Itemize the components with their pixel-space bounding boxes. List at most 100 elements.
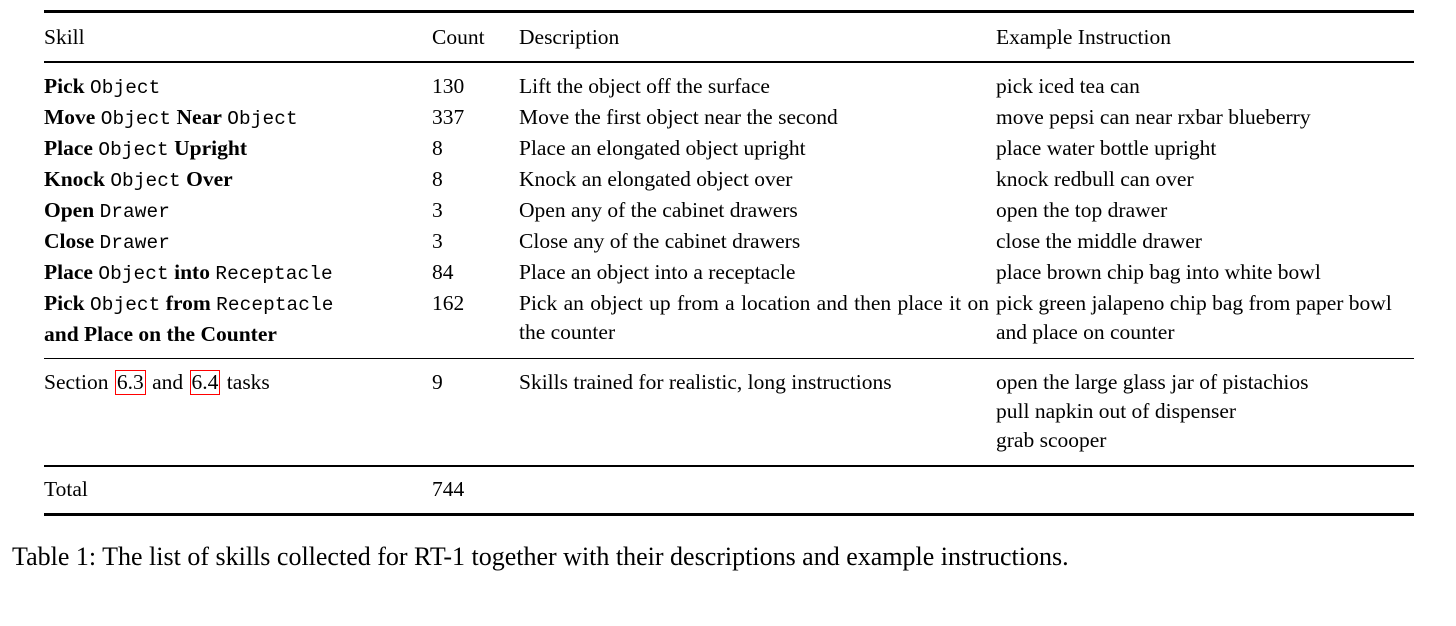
skill-line: Pick Object from Receptacle: [44, 289, 432, 320]
example-line: pull napkin out of dispenser: [996, 399, 1237, 424]
description-cell: Open any of the cabinet drawers: [519, 196, 996, 225]
example-line: move pepsi can near rxbar blueberry: [996, 104, 1311, 129]
description-cell: Close any of the cabinet drawers: [519, 227, 996, 256]
skill-token-placeholder: Drawer: [99, 231, 170, 254]
section-suffix-label: tasks: [226, 370, 270, 395]
example-line: close the middle drawer: [996, 228, 1202, 253]
example-line: open the top drawer: [996, 197, 1168, 222]
example-cell: knock redbull can over: [996, 165, 1414, 194]
column-header-description: Description: [519, 25, 620, 49]
table-section-rule: [44, 357, 1414, 360]
count-cell: 8: [432, 135, 443, 160]
section-prefix-label: Section: [44, 370, 109, 395]
skill-token-placeholder: Drawer: [99, 200, 170, 223]
skills-table: Skill Count Description Example Instruct…: [44, 10, 1414, 516]
skill-line: Place Object Upright: [44, 134, 432, 165]
section-reference-link-64[interactable]: 6.4: [189, 370, 221, 396]
section-description-cell: Skills trained for realistic, long instr…: [519, 370, 892, 395]
example-line: place brown chip bag into white bowl: [996, 259, 1321, 284]
count-cell: 3: [432, 197, 443, 222]
skill-token-bold: into: [174, 259, 210, 284]
skill-token-bold: from: [165, 290, 211, 315]
description-cell: Lift the object off the surface: [519, 72, 996, 101]
example-cell: close the middle drawer: [996, 227, 1414, 256]
example-line: place water bottle upright: [996, 135, 1217, 160]
description-text: Knock an elongated object over: [519, 166, 793, 191]
example-line: open the large glass jar of pistachios: [996, 370, 1309, 395]
description-text: Pick an object up from a location and th…: [519, 290, 989, 344]
skill-cell: Place Object into Receptacle: [44, 258, 432, 289]
skill-token-bold: Place: [44, 259, 93, 284]
table-row-total: Total 744: [44, 475, 1414, 504]
skill-line: Move Object Near Object: [44, 103, 432, 134]
example-cell: open the top drawer: [996, 196, 1414, 225]
skill-line: Pick Object: [44, 72, 432, 103]
skill-token-placeholder: Object: [89, 293, 161, 316]
count-cell: 337: [432, 104, 465, 129]
description-text: Place an object into a receptacle: [519, 259, 796, 284]
section-skill-cell: Section 6.3 and 6.4 tasks: [44, 368, 432, 397]
table-top-rule: [44, 10, 1414, 13]
skill-token-bold: Pick: [44, 290, 85, 315]
skill-token-bold: Open: [44, 197, 95, 222]
skill-token-bold: Move: [44, 104, 96, 129]
section-reference-link-63[interactable]: 6.3: [114, 370, 146, 396]
table-row-section-tasks: Section 6.3 and 6.4 tasks 9 Skills train…: [44, 368, 1414, 455]
example-line: pick iced tea can: [996, 73, 1140, 98]
skill-line: Open Drawer: [44, 196, 432, 227]
table-caption: Table 1: The list of skills collected fo…: [12, 538, 1448, 576]
section-tasks-block: Section 6.3 and 6.4 tasks 9 Skills train…: [44, 359, 1414, 465]
example-line: pick green jalapeno chip bag from paper …: [996, 290, 1392, 344]
caption-text: The list of skills collected for RT-1 to…: [102, 542, 1069, 571]
column-header-example-instruction: Example Instruction: [996, 25, 1171, 49]
skill-line: and Place on the Counter: [44, 320, 432, 349]
table-header-row: Skill Count Description Example Instruct…: [44, 13, 1414, 61]
skill-cell: Knock Object Over: [44, 165, 432, 196]
skill-token-placeholder: Object: [98, 138, 169, 161]
skill-token-placeholder: Object: [100, 107, 172, 130]
count-cell: 84: [432, 259, 454, 284]
skill-line: Close Drawer: [44, 227, 432, 258]
section-conjunction-label: and: [152, 370, 184, 395]
description-cell: Knock an elongated object over: [519, 165, 996, 194]
skill-token-bold: Near: [176, 104, 222, 129]
example-cell: place water bottle upright: [996, 134, 1414, 163]
description-text: Open any of the cabinet drawers: [519, 197, 798, 222]
skill-token-placeholder: Receptacle: [215, 262, 333, 285]
count-cell: 130: [432, 73, 465, 98]
example-cell: place brown chip bag into white bowl: [996, 258, 1414, 287]
example-cell: pick iced tea can: [996, 72, 1414, 101]
description-cell: Pick an object up from a location and th…: [519, 289, 996, 347]
count-cell: 8: [432, 166, 443, 191]
example-cell: pick green jalapeno chip bag from paper …: [996, 289, 1414, 347]
skill-cell: Open Drawer: [44, 196, 432, 227]
count-cell: 3: [432, 228, 443, 253]
skill-cell: Move Object Near Object: [44, 103, 432, 134]
skill-token-bold: Over: [186, 166, 233, 191]
example-cell: move pepsi can near rxbar blueberry: [996, 103, 1414, 132]
skill-cell: Place Object Upright: [44, 134, 432, 165]
table-header-rule: [44, 61, 1414, 63]
column-header-skill: Skill: [44, 25, 85, 49]
description-text: Place an elongated object upright: [519, 135, 806, 160]
section-example-cell: open the large glass jar of pistachios p…: [996, 368, 1414, 455]
description-text: Move the first object near the second: [519, 104, 838, 129]
example-line: knock redbull can over: [996, 166, 1194, 191]
skill-cell: Close Drawer: [44, 227, 432, 258]
skill-cell: Pick Object: [44, 72, 432, 103]
skill-token-placeholder: Object: [89, 76, 161, 99]
table-total-block: Total 744: [44, 467, 1414, 513]
total-count: 744: [432, 476, 465, 501]
description-cell: Place an object into a receptacle: [519, 258, 996, 287]
skill-token-bold: Knock: [44, 166, 105, 191]
table-bottom-rule: [44, 512, 1414, 516]
example-line: grab scooper: [996, 428, 1107, 453]
